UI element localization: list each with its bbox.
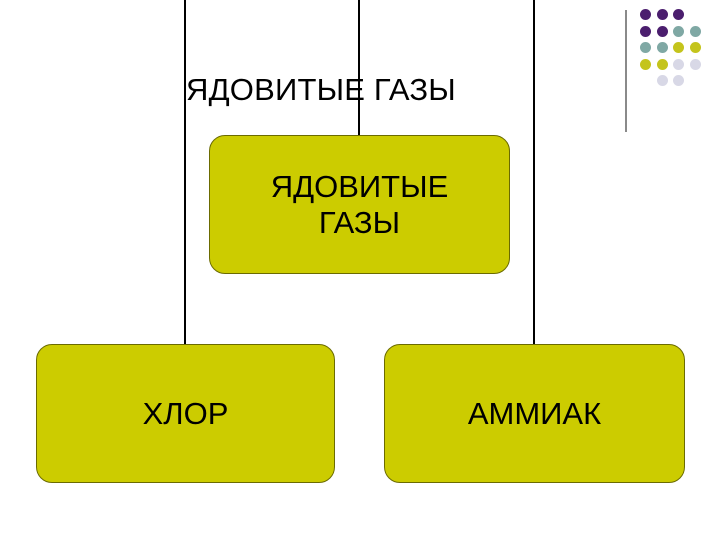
decorative-dot [673,42,684,53]
node-ammonia: АММИАК [384,344,685,483]
node-root-label-line2: ГАЗЫ [318,204,401,240]
decorative-dot [689,25,701,37]
decorative-dot [673,58,684,70]
decorative-dot [689,58,701,70]
decorative-dot [656,25,668,37]
decorative-dot [656,9,668,20]
connector-center-vertical [358,0,360,137]
page-title: ЯДОВИТЫЕ ГАЗЫ [186,72,456,107]
decorative-dot [656,42,668,53]
decorative-dot-grid [640,9,714,117]
decorative-dot [673,75,684,86]
decorative-dot [640,25,651,37]
decorative-dot [640,58,651,70]
decorative-dot [689,42,701,53]
decorative-dot [656,75,668,86]
node-ammonia-label: АММИАК [467,395,602,431]
decorative-dot [640,42,651,53]
decorative-dot [673,25,684,37]
node-root: ЯДОВИТЫЕ ГАЗЫ [209,135,510,274]
decorative-dot [640,9,651,20]
node-root-label-line1: ЯДОВИТЫЕ [270,168,449,204]
decorative-dot [656,58,668,70]
connector-left-vertical [184,0,186,345]
node-chlorine: ХЛОР [36,344,335,483]
node-chlorine-label: ХЛОР [142,395,229,431]
connector-right-vertical [533,0,535,345]
decorative-vertical-rule [625,10,627,132]
decorative-dot [673,9,684,20]
